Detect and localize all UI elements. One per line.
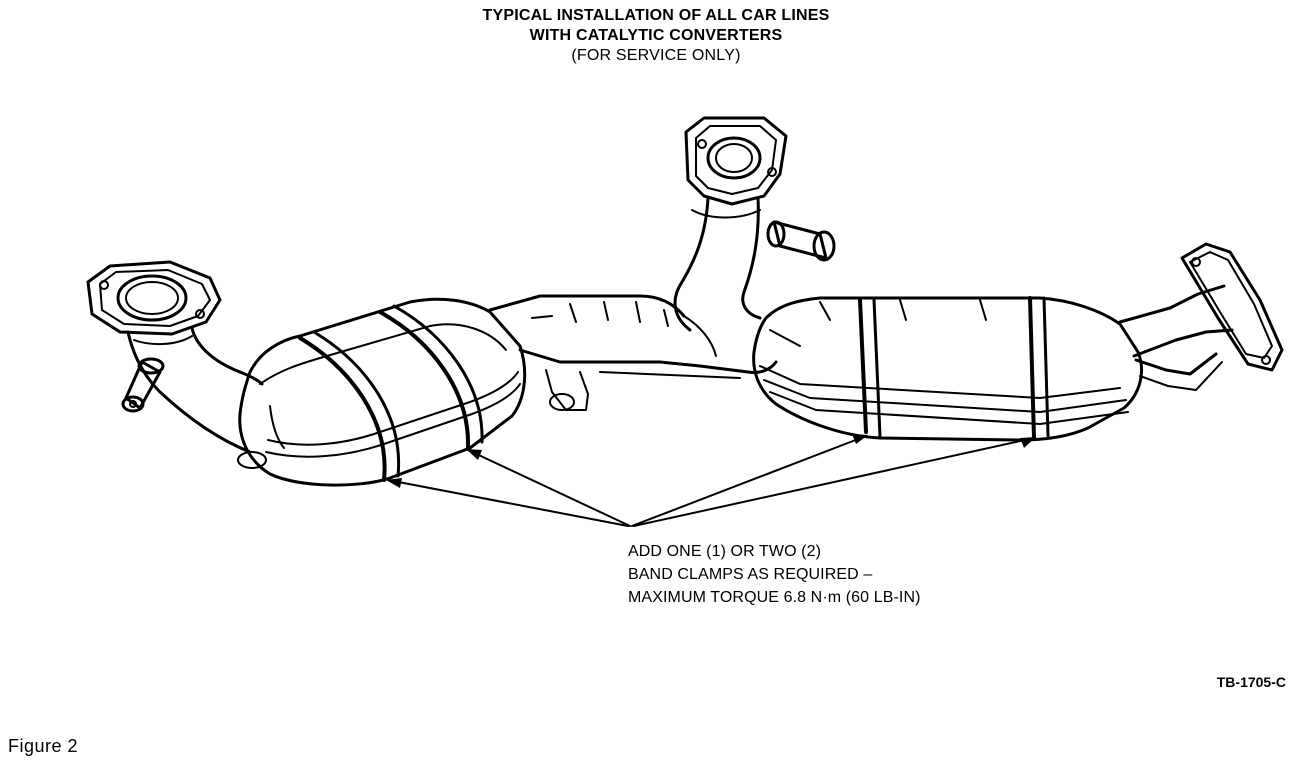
callout-line-2: BAND CLAMPS AS REQUIRED – (628, 566, 873, 583)
band-clamp-callout: ADD ONE (1) OR TWO (2) BAND CLAMPS AS RE… (628, 540, 1048, 609)
right-catalytic-converter (752, 296, 1143, 442)
callout-line-1: ADD ONE (1) OR TWO (2) (628, 543, 822, 560)
title-line-1: TYPICAL INSTALLATION OF ALL CAR LINES (482, 7, 830, 24)
crossover-pipe (488, 294, 778, 411)
right-sensor-boss (766, 220, 836, 262)
right-upper-flange (684, 116, 788, 206)
right-outlet-flange (1180, 242, 1284, 372)
diagram-title: TYPICAL INSTALLATION OF ALL CAR LINES WI… (356, 6, 956, 66)
left-sensor-boss (121, 357, 165, 413)
left-band-clamps (298, 304, 484, 482)
clamp-arrow-heads (386, 434, 1036, 488)
left-catalytic-converter (237, 297, 527, 487)
right-band-clamps (858, 296, 1050, 440)
clamp-leader-lines (387, 435, 1035, 527)
title-line-3: (FOR SERVICE ONLY) (571, 47, 741, 64)
reference-code: TB-1705-C (1216, 674, 1286, 690)
left-flange (86, 260, 222, 336)
title-line-2: WITH CATALYTIC CONVERTERS (529, 27, 783, 44)
callout-line-3: MAXIMUM TORQUE 6.8 N·m (60 LB-IN) (628, 589, 921, 606)
right-outlet-pipe (1118, 284, 1234, 391)
figure-caption: Figure 2 (8, 736, 79, 756)
right-upper-downpipe (673, 196, 762, 332)
left-inlet-pipe (126, 326, 264, 454)
